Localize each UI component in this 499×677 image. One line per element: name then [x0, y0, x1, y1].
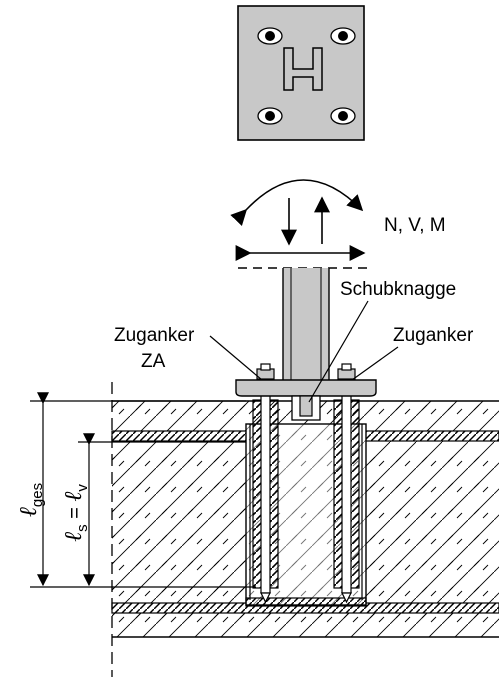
- left-tie-label-line2: ZA: [141, 351, 166, 372]
- shear-lug: [291, 395, 321, 421]
- bolt-hole-icon: [330, 107, 356, 125]
- bolt-hole-icon: [330, 27, 356, 45]
- loads-label: N, V, M: [384, 215, 446, 236]
- steel-column: [282, 268, 330, 380]
- left-tie-label-line1: Zuganker: [114, 325, 195, 346]
- base-plate: [235, 379, 377, 397]
- shear-lug-label: Schubknagge: [340, 279, 456, 300]
- right-tie-anchor: [333, 363, 360, 604]
- base-plate-top-view-icon: [237, 5, 365, 141]
- left-tie-anchor: [252, 363, 279, 604]
- right-tie-label: Zuganker: [393, 325, 474, 346]
- dim-equal-label: ℓs = ℓv: [61, 484, 91, 542]
- load-arrows-icon: [230, 179, 366, 261]
- shear-lug-leader: [308, 300, 369, 403]
- left-tie-leader: [209, 335, 263, 381]
- dimension-equal: [78, 433, 246, 587]
- dimension-total: [30, 392, 256, 588]
- right-tie-leader: [351, 346, 399, 381]
- dim-total-label: ℓges: [16, 483, 46, 517]
- bolt-hole-icon: [257, 27, 283, 45]
- bolt-hole-icon: [257, 107, 283, 125]
